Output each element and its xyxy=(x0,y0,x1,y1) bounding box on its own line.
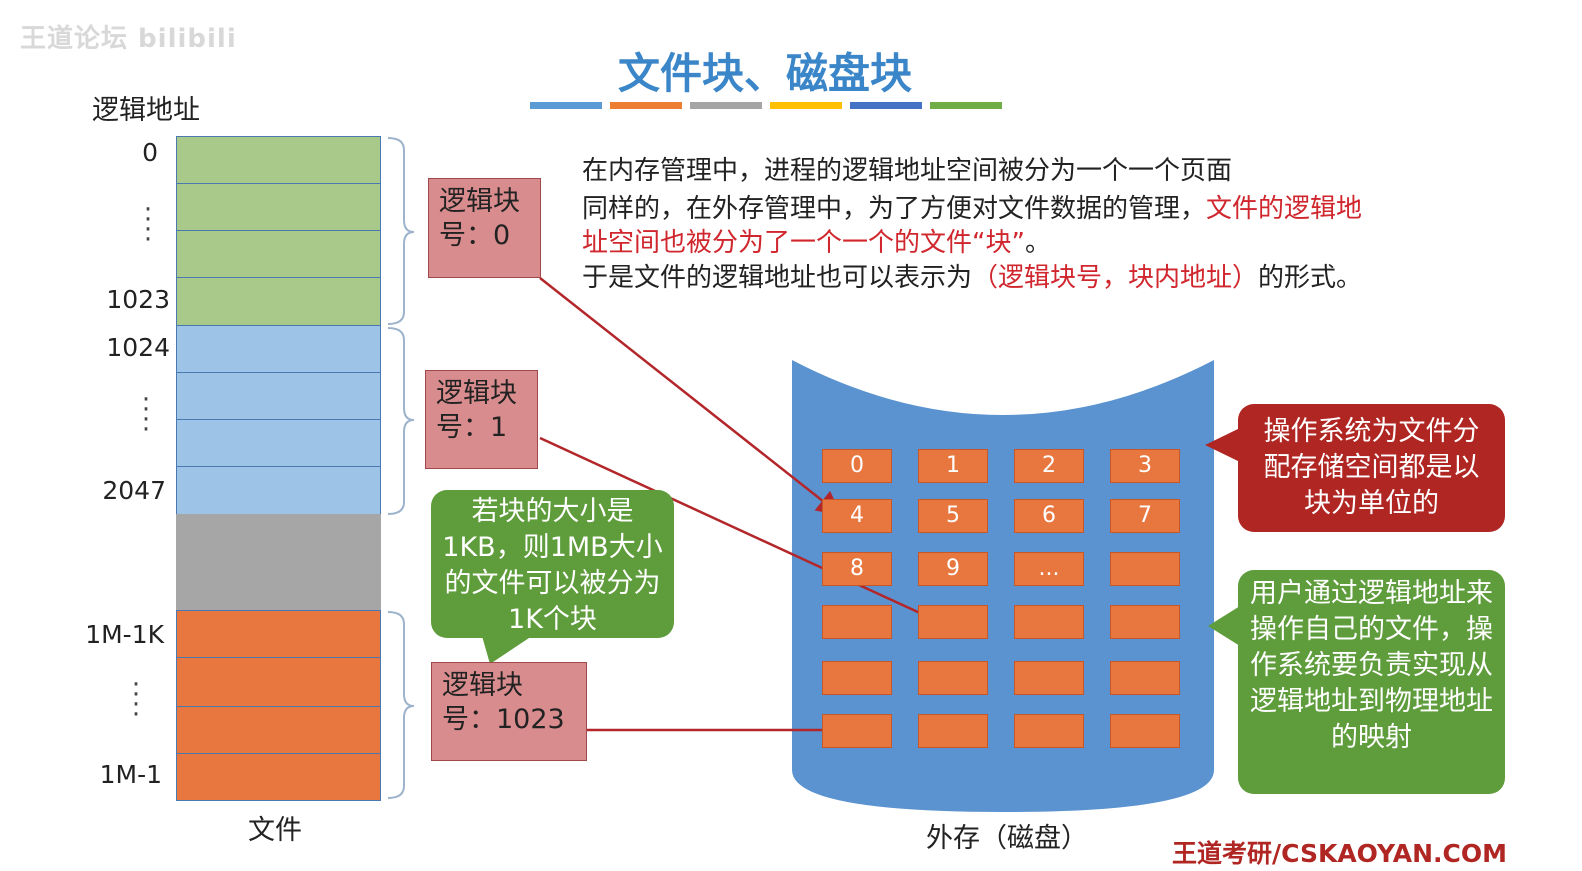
disk-block: 5 xyxy=(918,499,988,533)
brace-icon xyxy=(387,137,415,325)
disk-block: 8 xyxy=(822,552,892,586)
description-line-4: 于是文件的逻辑地址也可以表示为（逻辑块号，块内地址）的形式。 xyxy=(582,263,1363,293)
callout-address-mapping: 用户通过逻辑地址来操作自己的文件，操作系统要负责实现从逻辑地址到物理地址的映射 xyxy=(1238,570,1505,794)
disk-block xyxy=(1014,661,1084,695)
disk-block xyxy=(822,714,892,748)
address-0: 0 xyxy=(142,138,158,167)
file-block-blue xyxy=(176,325,381,373)
disk-cylinder xyxy=(792,360,1214,812)
watermark-logo: 王道论坛 bilibili xyxy=(20,24,237,54)
description-line-2: 同样的，在外存管理中，为了方便对文件数据的管理，文件的逻辑地 xyxy=(582,194,1363,224)
brace-icon xyxy=(387,611,415,799)
accent-bar-yellow xyxy=(770,102,842,109)
accent-bar-darkblue xyxy=(850,102,922,109)
disk-block xyxy=(1110,552,1180,586)
slide-title: 文件块、磁盘块 xyxy=(617,49,912,98)
description-line-3: 址空间也被分为了一个一个的文件“块”。 xyxy=(582,228,1051,258)
footer-brand: 王道考研/CSKAOYAN.COM xyxy=(1172,839,1507,868)
disk-block xyxy=(1110,714,1180,748)
callout-os-allocation: 操作系统为文件分配存储空间都是以块为单位的 xyxy=(1238,404,1505,532)
disk-block: 3 xyxy=(1110,449,1180,483)
address-1023: 1023 xyxy=(106,285,170,314)
file-block-green xyxy=(176,136,381,184)
disk-block xyxy=(1014,714,1084,748)
disk-block: 6 xyxy=(1014,499,1084,533)
vertical-ellipsis-icon: ···· xyxy=(131,670,141,730)
disk-block: ... xyxy=(1014,552,1084,586)
file-block-green xyxy=(176,183,381,231)
disk-caption: 外存（磁盘） xyxy=(926,823,1088,854)
logical-block-1023: 逻辑块号：1023 xyxy=(431,662,587,761)
disk-block: 9 xyxy=(918,552,988,586)
disk-block xyxy=(918,661,988,695)
callout-block-size: 若块的大小是1KB，则1MB大小的文件可以被分为1K个块 xyxy=(431,490,674,638)
vertical-ellipsis-icon: ···· xyxy=(143,195,153,255)
accent-bar-orange xyxy=(610,102,682,109)
disk-block: 1 xyxy=(918,449,988,483)
address-1024: 1024 xyxy=(106,333,170,362)
bubble-tail xyxy=(482,636,532,664)
logical-block-0: 逻辑块号：0 xyxy=(428,178,541,278)
accent-bar-gray xyxy=(690,102,762,109)
disk-block xyxy=(822,661,892,695)
bubble-tail xyxy=(1205,428,1240,462)
file-block-green xyxy=(176,230,381,278)
file-block-blue xyxy=(176,372,381,420)
logical-block-1: 逻辑块号：1 xyxy=(425,370,538,469)
accent-bar-blue xyxy=(530,102,602,109)
disk-block: 2 xyxy=(1014,449,1084,483)
disk-block: 4 xyxy=(822,499,892,533)
address-2047: 2047 xyxy=(102,476,166,505)
file-block-orange xyxy=(176,657,381,707)
description-line-1: 在内存管理中，进程的逻辑地址空间被分为一个一个页面 xyxy=(582,156,1233,186)
bubble-tail xyxy=(1208,606,1240,646)
disk-block xyxy=(1014,605,1084,639)
address-1m-1: 1M-1 xyxy=(99,760,162,789)
arrow-icon xyxy=(539,277,842,517)
file-block-orange xyxy=(176,706,381,754)
disk-block xyxy=(918,605,988,639)
disk-block xyxy=(1110,661,1180,695)
disk-block: 0 xyxy=(822,449,892,483)
brace-icon xyxy=(387,327,415,515)
accent-bar-green xyxy=(930,102,1002,109)
disk-block xyxy=(918,714,988,748)
arrow-icon xyxy=(539,436,951,628)
address-1m-1k: 1M-1K xyxy=(85,620,164,649)
file-block-blue xyxy=(176,419,381,467)
logical-address-label: 逻辑地址 xyxy=(92,95,200,126)
file-block-blue xyxy=(176,466,381,515)
disk-block xyxy=(1110,605,1180,639)
vertical-ellipsis-icon: ···· xyxy=(141,385,151,445)
file-block-green xyxy=(176,277,381,326)
disk-block xyxy=(822,605,892,639)
disk-block: 7 xyxy=(1110,499,1180,533)
file-caption: 文件 xyxy=(248,815,302,846)
file-block-orange xyxy=(176,753,381,801)
